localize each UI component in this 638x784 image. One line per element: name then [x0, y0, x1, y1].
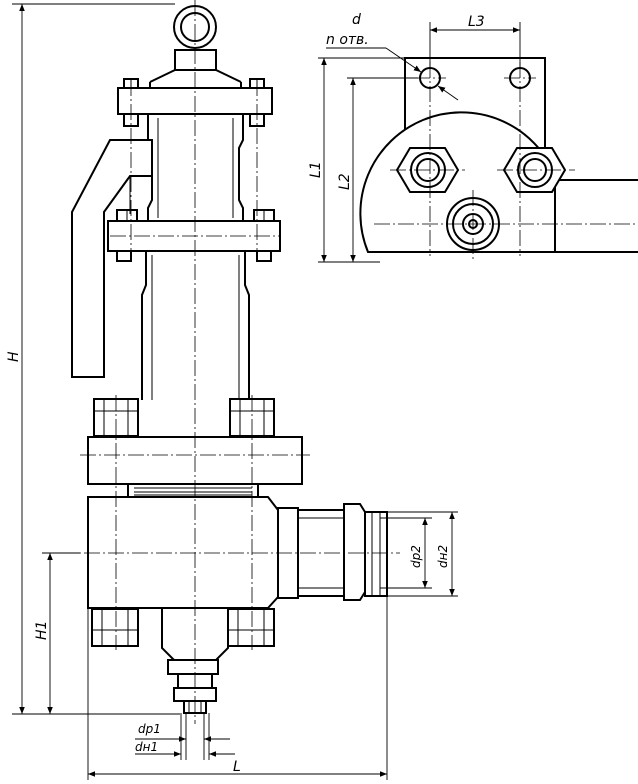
lower-body-nuts [91, 608, 275, 647]
label-dp1: dp1 [138, 722, 161, 736]
outlet-pipe-top [554, 179, 638, 253]
label-H1: H1 [34, 621, 50, 640]
label-d: d [352, 12, 361, 28]
upper-body-nuts [93, 398, 275, 437]
main-view [60, 0, 400, 724]
spring-housing [147, 114, 244, 220]
dimension-L2: L2 [337, 77, 418, 262]
centerlines [60, 0, 400, 724]
dimension-L3: L3 [429, 14, 521, 68]
outlet-nozzle [277, 503, 388, 601]
lifting-eye [149, 5, 242, 83]
label-n-holes: n отв. [326, 32, 369, 48]
dimension-H1: H1 [34, 552, 80, 714]
dimension-L1: L1 [308, 57, 405, 263]
label-dn2: dн2 [436, 545, 450, 568]
lower-column [141, 251, 250, 400]
label-H: H [6, 351, 22, 362]
label-dn1: dн1 [135, 740, 158, 754]
middle-flange [107, 209, 281, 262]
dimension-L: L [87, 596, 388, 780]
valve-body [87, 496, 279, 609]
label-L: L [233, 759, 241, 775]
dimension-dp2-dn2: dp2 dн2 [380, 511, 458, 597]
label-L3: L3 [468, 14, 485, 30]
top-view [359, 57, 638, 262]
dimension-dp1-dn1: dp1 dн1 [135, 713, 235, 760]
label-dp2: dp2 [409, 545, 423, 568]
body-outline [359, 111, 556, 253]
dimension-d-holes: d n отв. [326, 12, 459, 101]
label-L2: L2 [337, 173, 353, 190]
gasket-ring [127, 483, 259, 498]
lever-handle [71, 139, 153, 378]
dimension-H: H [6, 3, 180, 715]
label-L1: L1 [308, 161, 324, 178]
